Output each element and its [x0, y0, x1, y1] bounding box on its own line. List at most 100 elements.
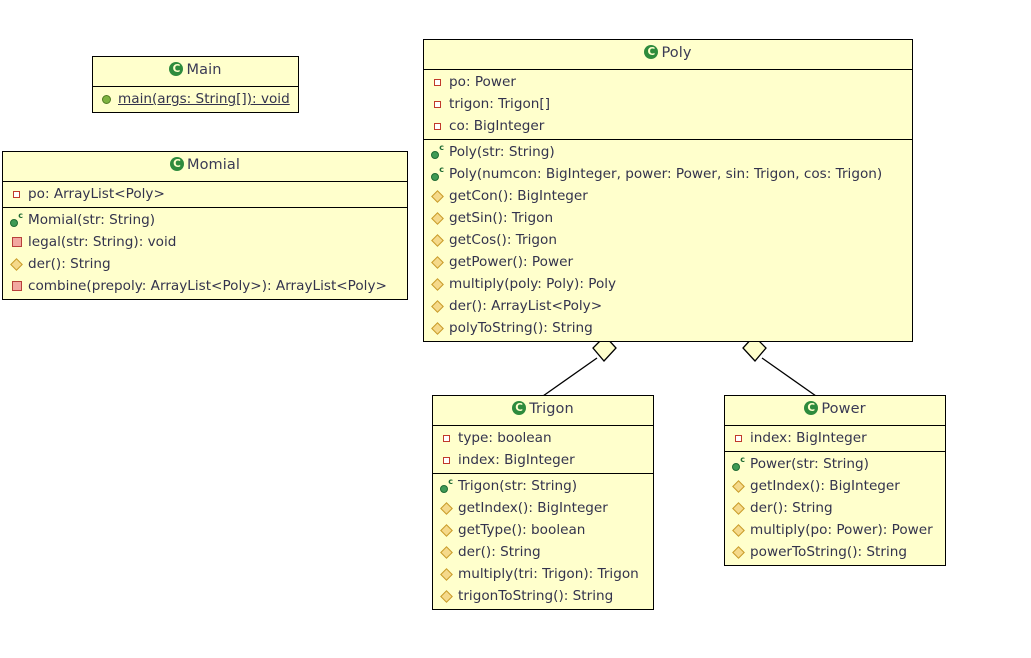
- method-row[interactable]: getSin(): Trigon: [424, 207, 912, 229]
- constructor-icon: c: [10, 211, 23, 227]
- relation-poly-trigon[interactable]: [542, 335, 617, 397]
- method-row[interactable]: der(): String: [433, 541, 653, 563]
- field-label: index: BigInteger: [458, 452, 575, 468]
- package-method-icon-shape: [10, 257, 23, 271]
- field-label: index: BigInteger: [750, 430, 867, 446]
- constructor-icon: c: [732, 455, 745, 471]
- package-method-icon: [431, 299, 444, 313]
- private-method-icon: [10, 237, 23, 247]
- package-method-icon-shape: [732, 501, 745, 515]
- package-method-icon: [732, 545, 745, 559]
- class-c-icon-shape: [804, 401, 819, 415]
- class-c-icon: [804, 401, 819, 419]
- class-name-label: Momial: [186, 157, 241, 173]
- package-method-icon: [431, 233, 444, 247]
- class-title-trigon: Trigon: [433, 396, 653, 426]
- method-row[interactable]: c Momial(str: String): [3, 209, 407, 231]
- field-row[interactable]: index: BigInteger: [433, 449, 653, 471]
- method-row[interactable]: der(): String: [725, 497, 945, 519]
- class-c-icon-shape: [169, 62, 184, 76]
- method-label: getType(): boolean: [458, 522, 586, 538]
- field-label: po: ArrayList<Poly>: [28, 186, 165, 202]
- field-label: type: boolean: [458, 430, 552, 446]
- private-field-icon: [431, 100, 444, 108]
- method-row[interactable]: polyToString(): String: [424, 317, 912, 339]
- field-row[interactable]: trigon: Trigon[]: [424, 93, 912, 115]
- package-method-icon-shape: [431, 299, 444, 313]
- class-box-momial[interactable]: Momial po: ArrayList<Poly> c Momial(str: St…: [2, 151, 408, 300]
- method-label: multiply(tri: Trigon): Trigon: [458, 566, 639, 582]
- private-field-icon-shape: [434, 100, 441, 108]
- method-label: legal(str: String): void: [28, 234, 177, 250]
- constructor-icon: c: [431, 143, 444, 159]
- fields-compartment-trigon: type: boolean index: BigInteger: [433, 426, 653, 474]
- method-label: der(): String: [458, 544, 541, 560]
- package-method-icon: [431, 255, 444, 269]
- method-row[interactable]: combine(prepoly: ArrayList<Poly>): Array…: [3, 275, 407, 297]
- field-row[interactable]: index: BigInteger: [725, 427, 945, 449]
- method-row[interactable]: trigonToString(): String: [433, 585, 653, 607]
- field-row[interactable]: co: BigInteger: [424, 115, 912, 137]
- package-method-icon: [431, 321, 444, 335]
- class-box-main[interactable]: Main main(args: String[]): void: [92, 56, 299, 113]
- class-box-trigon[interactable]: Trigon type: boolean index: BigInteger cTri…: [432, 395, 654, 610]
- class-name-label: Trigon: [529, 401, 574, 417]
- method-row[interactable]: legal(str: String): void: [3, 231, 407, 253]
- class-name-label: Main: [186, 62, 222, 78]
- private-field-icon: [440, 456, 453, 464]
- method-row[interactable]: main(args: String[]): void: [93, 88, 298, 110]
- class-title-main: Main: [93, 57, 298, 87]
- package-method-icon: [440, 545, 453, 559]
- method-label: Trigon(str: String): [458, 478, 578, 494]
- method-row[interactable]: getIndex(): BigInteger: [725, 475, 945, 497]
- field-row[interactable]: type: boolean: [433, 427, 653, 449]
- method-label: Poly(str: String): [449, 144, 555, 160]
- class-title-poly: Poly: [424, 40, 912, 70]
- private-field-icon-shape: [735, 434, 742, 442]
- method-row[interactable]: multiply(tri: Trigon): Trigon: [433, 563, 653, 585]
- relation-poly-power[interactable]: [742, 335, 817, 397]
- private-field-icon-shape: [443, 434, 450, 442]
- method-row[interactable]: multiply(poly: Poly): Poly: [424, 273, 912, 295]
- field-row[interactable]: po: ArrayList<Poly>: [3, 183, 407, 205]
- method-row[interactable]: multiply(po: Power): Power: [725, 519, 945, 541]
- class-c-icon: [169, 157, 184, 175]
- method-label: getIndex(): BigInteger: [458, 500, 608, 516]
- package-method-icon-shape: [440, 567, 453, 581]
- method-row[interactable]: der(): ArrayList<Poly>: [424, 295, 912, 317]
- method-row[interactable]: getPower(): Power: [424, 251, 912, 273]
- method-label: getPower(): Power: [449, 254, 574, 270]
- private-method-icon-shape: [11, 281, 22, 291]
- class-c-icon: [169, 62, 184, 80]
- private-field-icon: [440, 434, 453, 442]
- relation-line-poly-power: [761, 357, 817, 397]
- method-label: powerToString(): String: [750, 544, 907, 560]
- method-row[interactable]: getCos(): Trigon: [424, 229, 912, 251]
- method-row[interactable]: powerToString(): String: [725, 541, 945, 563]
- field-row[interactable]: po: Power: [424, 71, 912, 93]
- methods-compartment-main: main(args: String[]): void: [93, 87, 298, 112]
- method-label: main(args: String[]): void: [118, 91, 290, 107]
- private-field-icon-shape: [13, 190, 20, 198]
- method-label: trigonToString(): String: [458, 588, 614, 604]
- method-row[interactable]: c Poly(str: String): [424, 141, 912, 163]
- method-row[interactable]: getCon(): BigInteger: [424, 185, 912, 207]
- private-field-icon-shape: [443, 456, 450, 464]
- constructor-icon: c: [431, 165, 444, 181]
- method-label: getCon(): BigInteger: [449, 188, 588, 204]
- method-row[interactable]: getIndex(): BigInteger: [433, 497, 653, 519]
- method-label: Momial(str: String): [28, 212, 156, 228]
- class-c-icon: [644, 45, 659, 63]
- package-method-icon-shape: [732, 479, 745, 493]
- method-row[interactable]: der(): String: [3, 253, 407, 275]
- method-row[interactable]: getType(): boolean: [433, 519, 653, 541]
- package-method-icon-shape: [431, 189, 444, 203]
- class-c-icon-shape: [169, 157, 184, 171]
